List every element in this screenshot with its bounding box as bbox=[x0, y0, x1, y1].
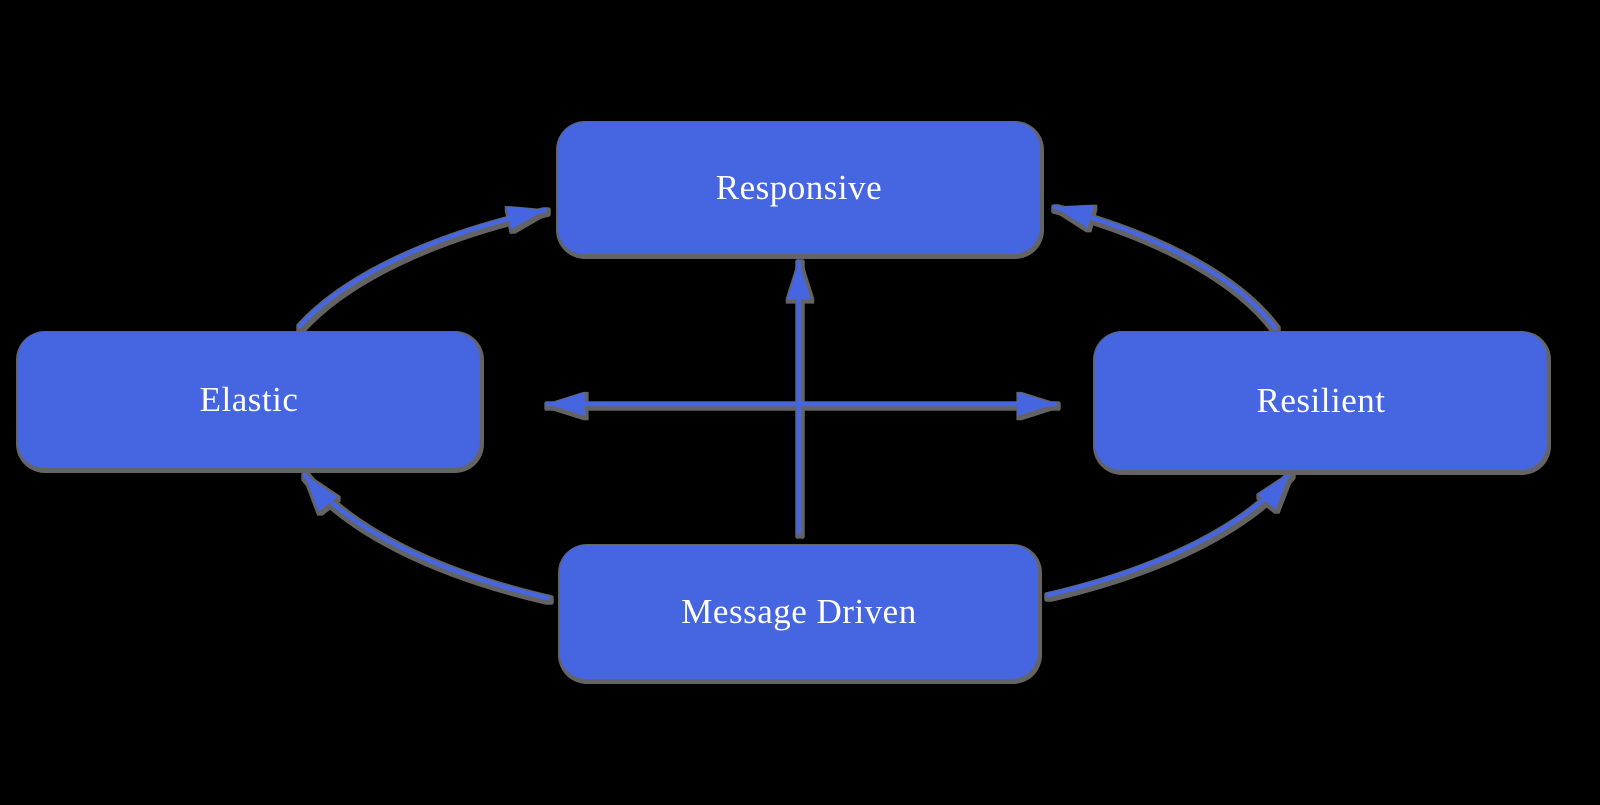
arrow-message-driven-to-resilient bbox=[1045, 470, 1293, 598]
arrow-elastic-to-responsive bbox=[297, 206, 548, 329]
node-elastic: Elastic bbox=[18, 332, 480, 468]
node-responsive-label: Responsive bbox=[715, 168, 883, 207]
arrow-resilient-to-responsive bbox=[1052, 204, 1278, 331]
node-elastic-label: Elastic bbox=[199, 380, 299, 419]
arrow-message-driven-to-elastic bbox=[302, 472, 551, 601]
node-message-driven: Message Driven bbox=[560, 545, 1038, 679]
node-resilient: Resilient bbox=[1095, 332, 1547, 470]
node-responsive: Responsive bbox=[558, 122, 1040, 254]
node-message-driven-label: Message Driven bbox=[681, 592, 917, 631]
node-resilient-label: Resilient bbox=[1256, 381, 1386, 420]
